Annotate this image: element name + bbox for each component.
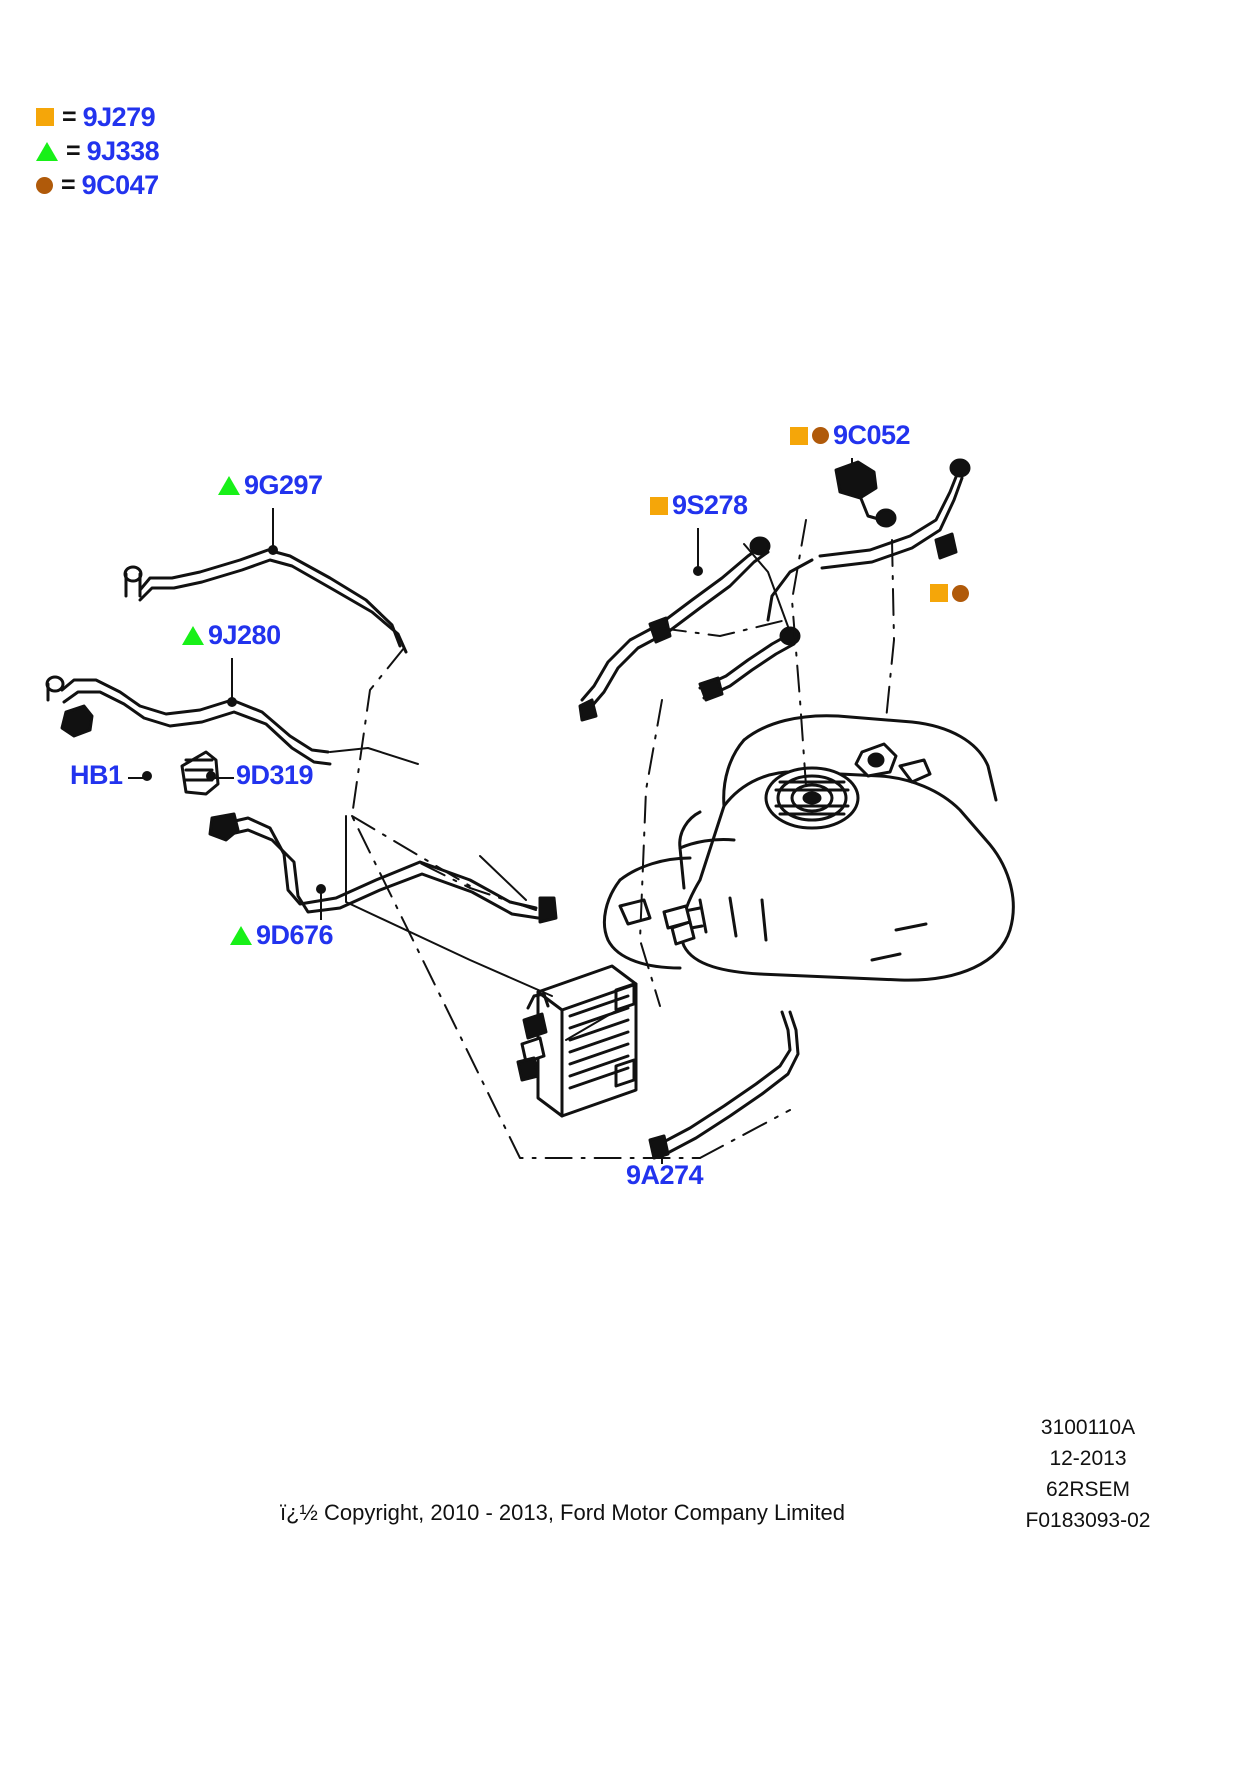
orange-square-icon bbox=[36, 108, 54, 126]
brown-circle-icon bbox=[36, 176, 53, 194]
leader-dot-9D676 bbox=[316, 884, 326, 894]
publication-code: 62RSEM bbox=[1045, 1478, 1131, 1501]
legend-equals-sign: = bbox=[66, 136, 81, 165]
copyright-notice: ï¿½ Copyright, 2010 - 2013, Ford Motor C… bbox=[280, 1500, 845, 1525]
leader-9G297 bbox=[272, 508, 274, 548]
callout-label-9S278: 9S278 bbox=[672, 490, 748, 520]
fuel-tank bbox=[602, 714, 1015, 982]
footer-metadata: 3100110A 12-2013 62RSEM F0183093-02 bbox=[978, 1412, 1198, 1536]
legend-equals-sign: = bbox=[61, 170, 76, 199]
callout-label-HB1: HB1 bbox=[70, 760, 123, 790]
orange-square-icon bbox=[790, 426, 808, 445]
leader-9D319 bbox=[214, 777, 234, 779]
tube-9A274 bbox=[648, 1010, 800, 1160]
leader-9D676 bbox=[320, 888, 322, 920]
leader-HB1 bbox=[128, 777, 146, 779]
legend-code-9J338: 9J338 bbox=[86, 135, 160, 166]
leader-dot-9D319 bbox=[206, 771, 216, 781]
leader-9J280 bbox=[231, 658, 233, 700]
callout-label-9G297: 9G297 bbox=[244, 470, 323, 500]
green-triangle-icon bbox=[36, 141, 58, 161]
callout-label-9J280: 9J280 bbox=[208, 620, 281, 650]
legend-row-9J338: = 9J338 bbox=[36, 134, 160, 168]
callout-label-9D319: 9D319 bbox=[236, 760, 314, 790]
callout-9D676: 9D676 bbox=[230, 920, 334, 950]
loose-markers-fuel-line bbox=[930, 584, 973, 602]
leader-9A274 bbox=[661, 1150, 663, 1164]
leader-dot-9J280 bbox=[227, 697, 237, 707]
leader-dot-HB1 bbox=[142, 771, 152, 781]
brown-circle-icon bbox=[812, 427, 829, 444]
orange-square-icon bbox=[930, 584, 948, 602]
orange-square-icon bbox=[650, 496, 668, 515]
leader-9S278 bbox=[697, 528, 699, 570]
tube-9S278 bbox=[578, 536, 801, 722]
callout-9D319: 9D319 bbox=[236, 760, 314, 790]
callout-9G297: 9G297 bbox=[218, 472, 323, 499]
callout-9A274: 9A274 bbox=[626, 1160, 704, 1190]
green-triangle-icon bbox=[218, 476, 240, 495]
legend-code-9C047: 9C047 bbox=[81, 169, 160, 200]
tube-9D676 bbox=[208, 812, 558, 924]
callout-HB1: HB1 bbox=[70, 762, 123, 789]
valve-9C052 bbox=[834, 460, 897, 528]
green-triangle-icon bbox=[182, 626, 204, 645]
construction-lines bbox=[351, 519, 895, 1159]
drawing-number: 3100110A bbox=[1040, 1416, 1136, 1439]
leader-dot-9G297 bbox=[268, 545, 278, 555]
callout-9J280: 9J280 bbox=[182, 622, 281, 649]
legend-code-9J279: 9J279 bbox=[82, 101, 156, 132]
callout-label-9C052: 9C052 bbox=[833, 420, 911, 450]
figure-id: F0183093-02 bbox=[1025, 1509, 1151, 1532]
carbon-canister bbox=[516, 964, 638, 1118]
callout-label-9A274: 9A274 bbox=[626, 1160, 704, 1190]
callout-label-9D676: 9D676 bbox=[256, 920, 334, 950]
legend-row-9J279: = 9J279 bbox=[36, 100, 159, 134]
legend: = 9J279 = 9J338 = 9C047 bbox=[36, 100, 160, 202]
callout-9C052: 9C052 bbox=[790, 420, 911, 450]
tube-9J280 bbox=[45, 675, 332, 766]
green-triangle-icon bbox=[230, 926, 252, 945]
pointer-lines bbox=[329, 543, 791, 1041]
legend-equals-sign: = bbox=[62, 102, 77, 131]
leader-dot-9S278 bbox=[693, 566, 703, 576]
legend-row-9C047: = 9C047 bbox=[36, 168, 159, 202]
brown-circle-icon bbox=[952, 584, 969, 602]
drawing-date: 12-2013 bbox=[1049, 1447, 1127, 1470]
callout-9S278: 9S278 bbox=[650, 492, 748, 519]
leader-9C052 bbox=[851, 458, 853, 484]
